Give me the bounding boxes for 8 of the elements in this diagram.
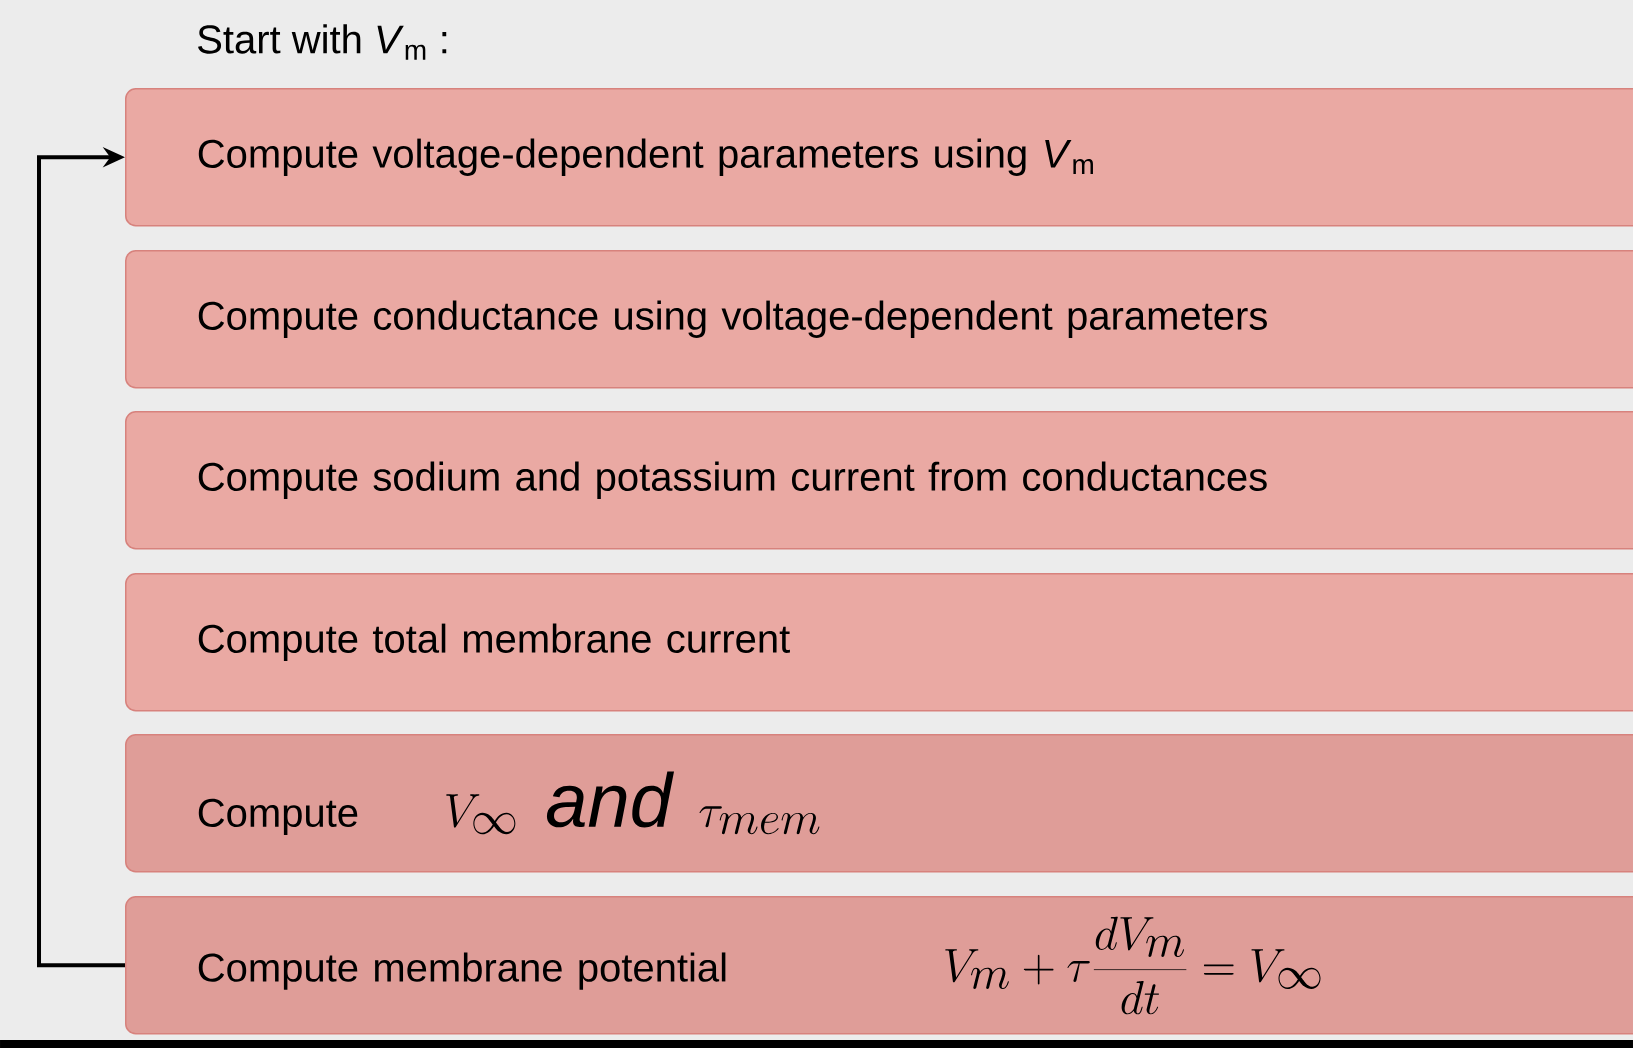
- process-box: Compute total membrane current: [125, 573, 1633, 712]
- process-box: Compute $V_\infty \;\; \mathit{and} \;\; \tau_{mem}$: [125, 734, 1633, 873]
- process-box: Compute membrane potential $V_m + \tau \frac{dV_m}{dt} = V_\infty$: [125, 896, 1633, 1035]
- heading: Start with V$_{m}$ :: [198, 24, 447, 60]
- process-box: Compute conductance using voltage-dependent parameters: [125, 250, 1633, 389]
- process-box: Compute voltage-dependent parameters using V$_{m}$: [125, 88, 1633, 227]
- process-box: Compute sodium and potassium current from conductances: [125, 411, 1633, 550]
- loop-arrow: [37, 147, 125, 968]
